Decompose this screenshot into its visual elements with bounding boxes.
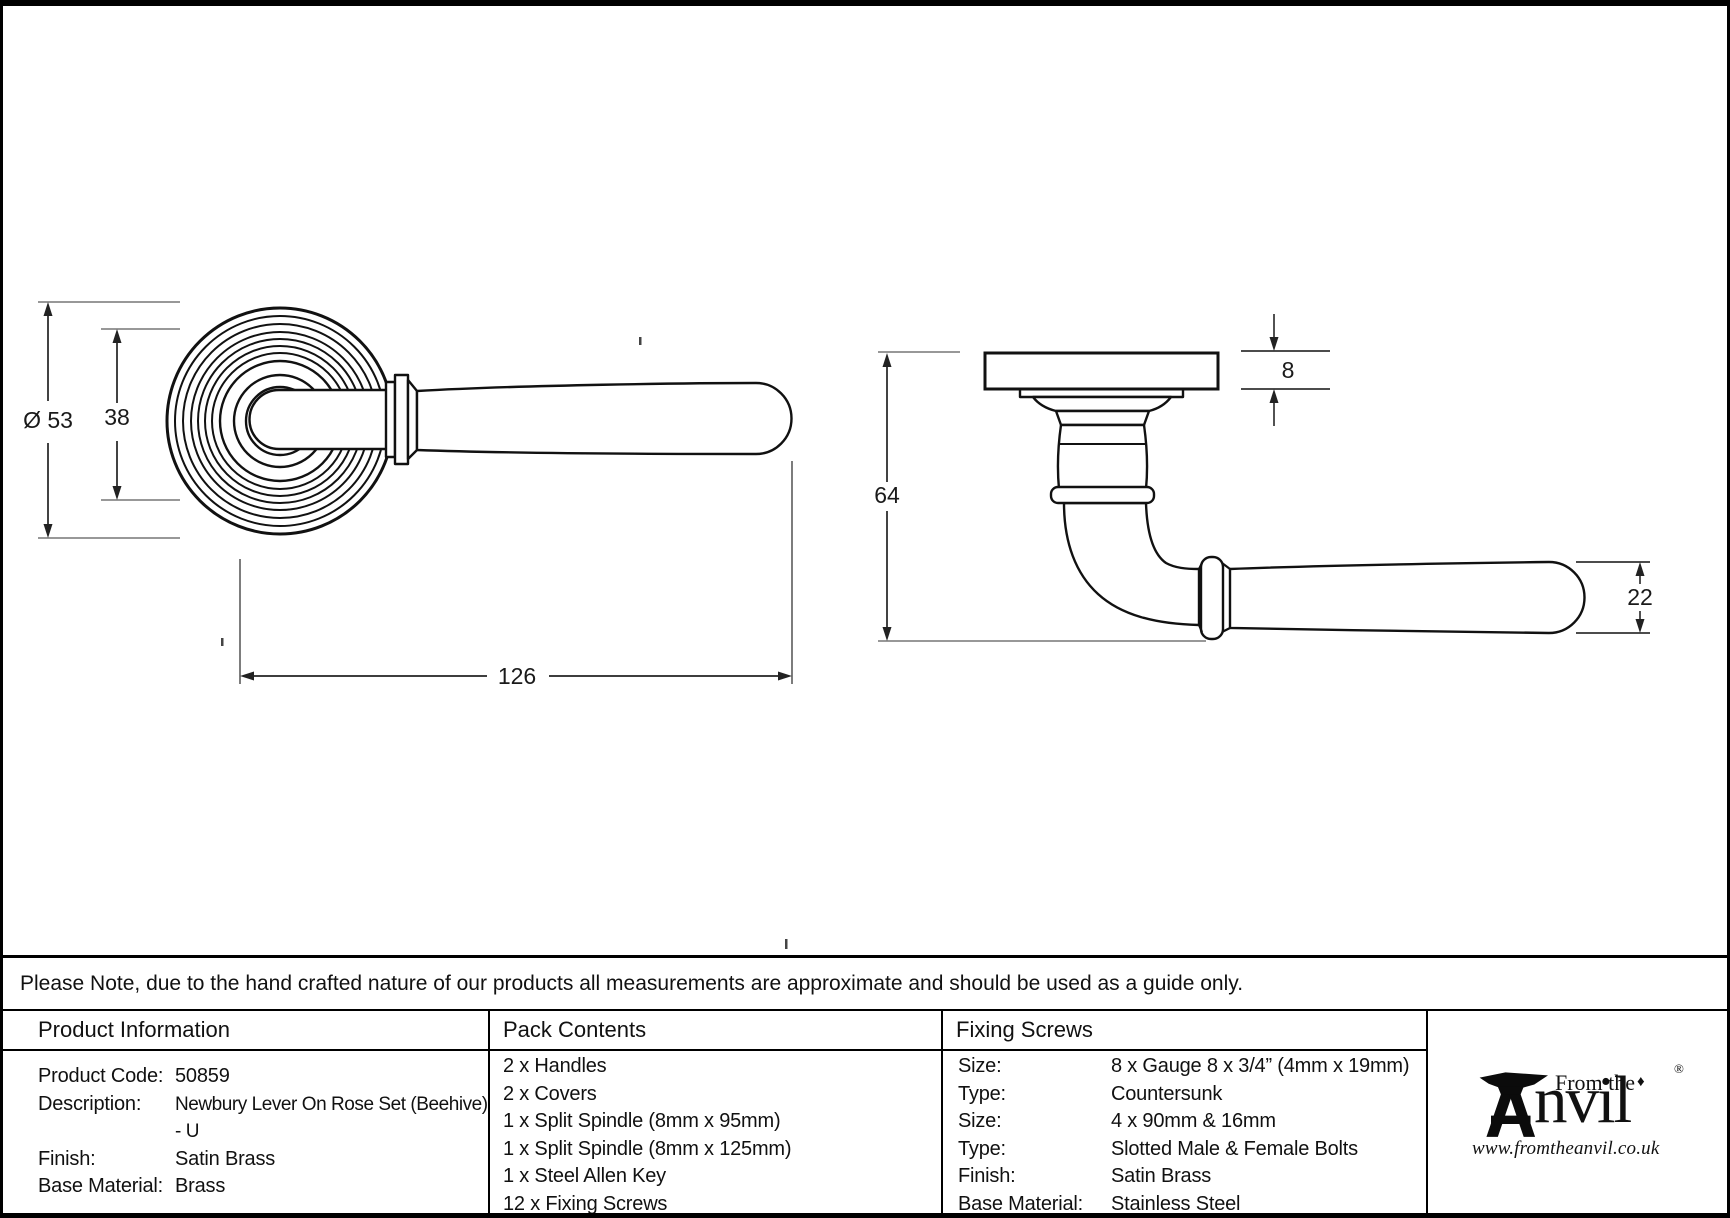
reference-ticks [221, 337, 788, 949]
side-root-ring [1199, 555, 1225, 641]
pack-contents-body: 2 x Handles 2 x Covers 1 x Split Spindle… [490, 1051, 941, 1215]
note-text: Please Note, due to the hand crafted nat… [20, 971, 1244, 995]
side-lever-arm [1228, 560, 1586, 635]
screw-type-label: Type: [958, 1082, 1006, 1105]
screw-type-value: Countersunk [1111, 1082, 1223, 1105]
pack-item: 2 x Handles [503, 1055, 607, 1077]
product-code-label: Product Code: [38, 1065, 164, 1087]
note-row: Please Note, due to the hand crafted nat… [3, 955, 1727, 1009]
pack-item: 12 x Fixing Screws [503, 1192, 668, 1215]
bolt-size-label: Size: [958, 1110, 1002, 1132]
logo-prefix: From the [1555, 1070, 1636, 1095]
logo-wordmark: nvil [1534, 1063, 1632, 1137]
brand-logo-cell: From the ♦ nvil ® www.fromtheanvil.co.uk [1428, 1011, 1727, 1213]
dim-projection: 64 [874, 482, 900, 508]
screw-material-label: Base Material: [958, 1192, 1084, 1215]
info-table: Product Information Product Code: 50859 … [3, 1009, 1727, 1213]
screw-material-value: Stainless Steel [1111, 1192, 1241, 1215]
side-dimensions: 64 8 22 [874, 314, 1653, 642]
pack-item: 1 x Steel Allen Key [503, 1165, 666, 1187]
anvil-icon [1479, 1072, 1548, 1137]
front-lever-shaft [248, 388, 390, 451]
pack-contents-column: Pack Contents 2 x Handles 2 x Covers 1 x… [490, 1011, 943, 1213]
dim-rose-thickness: 8 [1282, 357, 1295, 383]
registered-mark: ® [1674, 1061, 1684, 1076]
fixing-screws-header: Fixing Screws [943, 1011, 1426, 1051]
fixing-screws-body: Size: 8 x Gauge 8 x 3/4” (4mm x 19mm) Ty… [943, 1051, 1426, 1215]
screw-finish-value: Satin Brass [1111, 1165, 1212, 1187]
front-dimensions: Ø 53 38 126 [23, 301, 793, 689]
pack-item: 2 x Covers [503, 1082, 597, 1105]
side-rose-plate [983, 351, 1220, 391]
description-value: Newbury Lever On Rose Set (Beehive) - U [175, 1093, 488, 1143]
finish-value: Satin Brass [175, 1147, 276, 1170]
front-lever-collar [384, 373, 419, 466]
screw-size-label: Size: [958, 1055, 1002, 1077]
side-bell [1031, 395, 1173, 413]
diamond-icon: ♦ [1637, 1073, 1645, 1090]
description-label: Description: [38, 1092, 142, 1115]
base-material-value: Brass [175, 1175, 226, 1197]
fixing-screws-column: Fixing Screws Size: 8 x Gauge 8 x 3/4” (… [943, 1011, 1428, 1213]
side-neck [1056, 423, 1149, 491]
product-information-column: Product Information Product Code: 50859 … [3, 1011, 490, 1213]
dim-rose-diameter: Ø 53 [23, 407, 73, 433]
product-information-body: Product Code: 50859 Description: Newbury… [3, 1051, 488, 1201]
side-view [983, 351, 1586, 641]
dim-lever-end: 22 [1627, 584, 1653, 610]
pack-contents-header: Pack Contents [490, 1011, 941, 1051]
product-information-header: Product Information [3, 1011, 488, 1051]
bolt-type-value: Slotted Male & Female Bolts [1111, 1137, 1358, 1160]
finish-label: Finish: [38, 1147, 96, 1170]
screw-finish-label: Finish: [958, 1165, 1016, 1187]
technical-drawing: Ø 53 38 126 [23, 301, 1653, 949]
pack-item: 1 x Split Spindle (8mm x 125mm) [503, 1137, 792, 1160]
dim-rose-inner: 38 [104, 404, 130, 430]
side-neck-collar [1049, 485, 1156, 505]
dim-lever-length: 126 [498, 663, 536, 689]
front-view [165, 306, 793, 536]
bolt-type-label: Type: [958, 1137, 1006, 1160]
base-material-label: Base Material: [38, 1175, 164, 1197]
product-code-value: 50859 [175, 1065, 230, 1087]
brand-url: www.fromtheanvil.co.uk [1472, 1138, 1660, 1159]
pack-item: 1 x Split Spindle (8mm x 95mm) [503, 1110, 781, 1132]
side-bell-step [1054, 409, 1151, 427]
screw-size-value: 8 x Gauge 8 x 3/4” (4mm x 19mm) [1111, 1055, 1410, 1077]
side-bend-tube [1062, 501, 1201, 627]
front-lever-arm [415, 381, 793, 456]
bolt-size-value: 4 x 90mm & 16mm [1111, 1110, 1276, 1132]
